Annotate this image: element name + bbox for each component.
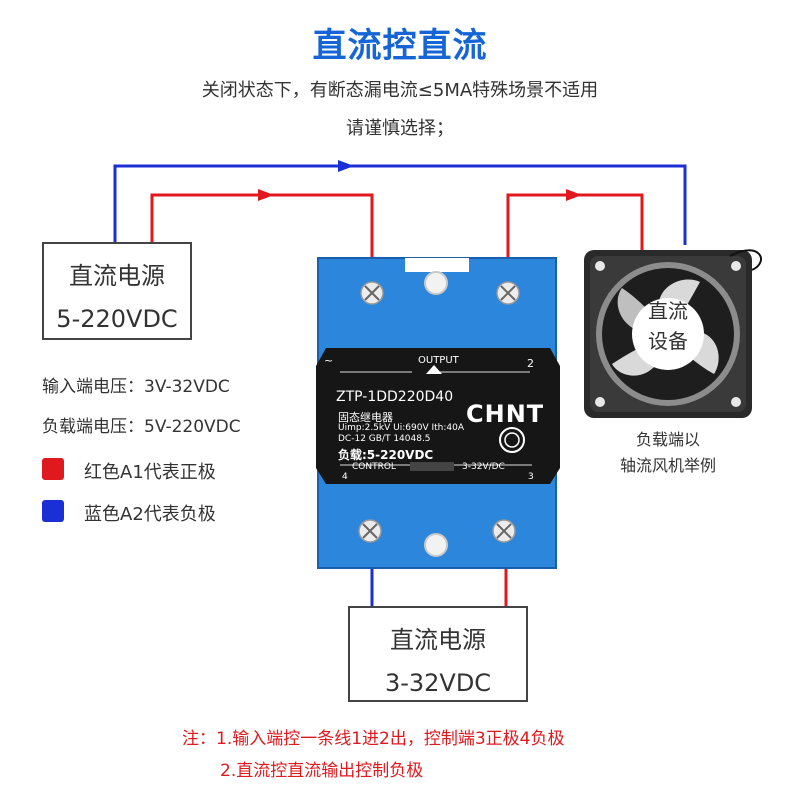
arrow-relay-to-fan — [566, 189, 582, 201]
relay-output-label: OUTPUT — [418, 355, 459, 366]
fan-device-label-line2: 设备 — [632, 326, 704, 356]
terminal-screw-4 — [359, 520, 381, 542]
note-line-2: 2.直流控直流输出控制负极 — [220, 756, 423, 781]
relay-terminal-label-3: 3 — [528, 472, 534, 482]
legend-text-positive: 红色A1代表正极 — [84, 458, 216, 484]
relay-terminal-label-1: ~ — [324, 354, 333, 367]
source-load-voltage: 5-220VDC — [44, 305, 190, 333]
source-box-load: 直流电源 5-220VDC — [42, 242, 192, 340]
source-load-label: 直流电源 — [44, 256, 190, 291]
relay-brand-logo: CHNT — [466, 400, 544, 428]
relay-model: ZTP-1DD220D40 — [336, 389, 453, 405]
terminal-screw-1 — [361, 282, 383, 304]
legend-swatch-negative — [42, 500, 64, 522]
fan-device-label-line1: 直流 — [632, 296, 704, 326]
legend-text-negative: 蓝色A2代表负极 — [84, 500, 216, 526]
legend-swatch-positive — [42, 458, 64, 480]
terminal-screw-2 — [497, 282, 519, 304]
arrow-top-positive — [258, 189, 274, 201]
terminal-screw-3 — [493, 520, 515, 542]
relay-standard: DC-12 GB/T 14048.5 — [338, 434, 431, 444]
relay-control-voltage: 3-32V/DC — [462, 462, 505, 472]
fan-device-label: 直流 设备 — [632, 296, 704, 356]
fan-caption-line-2: 轴流风机举例 — [578, 452, 758, 476]
relay-terminal-label-2: 2 — [527, 357, 534, 370]
source-control-label: 直流电源 — [350, 620, 526, 655]
spec-input-voltage: 输入端电压：3V-32VDC — [42, 372, 230, 397]
relay-terminal-label-4: 4 — [342, 472, 348, 482]
relay-control-label: CONTROL — [352, 462, 396, 472]
source-control-voltage: 3-32VDC — [350, 669, 526, 697]
relay-rating: Uimp:2.5kV Ui:690V Ith:40A — [338, 423, 464, 433]
arrow-top-negative — [338, 160, 354, 172]
fan-caption-line-1: 负载端以 — [578, 426, 758, 450]
spec-load-voltage: 负载端电压：5V-220VDC — [42, 412, 241, 437]
relay-load-voltage: 负载:5-220VDC — [338, 446, 433, 463]
wire-top-negative — [115, 166, 685, 245]
note-line-1: 注：1.输入端控一条线1进2出，控制端3正极4负极 — [182, 724, 564, 749]
source-box-control: 直流电源 3-32VDC — [348, 606, 528, 702]
